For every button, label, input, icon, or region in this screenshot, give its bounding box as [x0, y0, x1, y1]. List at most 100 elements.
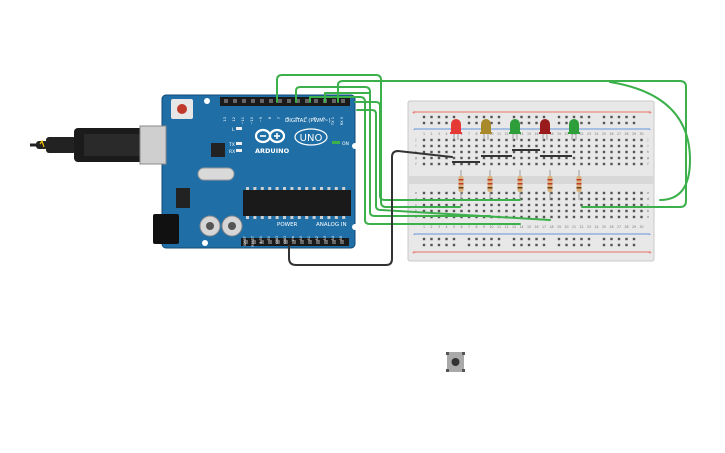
breadboard-hole[interactable]: [602, 138, 606, 142]
breadboard-hole[interactable]: [542, 209, 546, 213]
breadboard-hole[interactable]: [467, 144, 471, 148]
rail-hole[interactable]: [490, 237, 493, 241]
header-pin[interactable]: [341, 99, 345, 103]
breadboard-hole[interactable]: [602, 197, 606, 201]
rail-hole[interactable]: [422, 115, 426, 119]
breadboard-hole[interactable]: [565, 156, 568, 160]
breadboard-hole[interactable]: [520, 138, 523, 142]
breadboard-hole[interactable]: [610, 209, 613, 213]
breadboard-hole[interactable]: [587, 162, 591, 166]
breadboard-hole[interactable]: [572, 197, 576, 201]
rail-hole[interactable]: [467, 237, 471, 241]
header-pin[interactable]: [251, 99, 255, 103]
breadboard-hole[interactable]: [437, 191, 441, 195]
breadboard-hole[interactable]: [625, 150, 628, 154]
breadboard-hole[interactable]: [512, 150, 516, 154]
breadboard-hole[interactable]: [520, 191, 523, 195]
breadboard-hole[interactable]: [565, 209, 568, 213]
rail-hole[interactable]: [625, 237, 628, 241]
breadboard-hole[interactable]: [640, 197, 643, 201]
breadboard-hole[interactable]: [550, 197, 553, 201]
header-pin[interactable]: [278, 99, 282, 103]
breadboard-hole[interactable]: [550, 138, 553, 142]
breadboard-hole[interactable]: [475, 138, 478, 142]
rail-hole[interactable]: [475, 115, 478, 119]
breadboard-hole[interactable]: [632, 209, 636, 213]
breadboard-hole[interactable]: [437, 203, 441, 207]
rail-hole[interactable]: [572, 115, 576, 119]
rail-hole[interactable]: [632, 121, 636, 125]
breadboard-hole[interactable]: [640, 203, 643, 207]
breadboard-hole[interactable]: [572, 203, 576, 207]
breadboard-hole[interactable]: [550, 156, 553, 160]
breadboard-hole[interactable]: [430, 203, 433, 207]
breadboard-hole[interactable]: [625, 203, 628, 207]
breadboard-hole[interactable]: [550, 209, 553, 213]
breadboard-hole[interactable]: [632, 191, 636, 195]
breadboard-hole[interactable]: [497, 203, 501, 207]
breadboard-hole[interactable]: [542, 144, 546, 148]
breadboard-hole[interactable]: [535, 197, 538, 201]
breadboard-hole[interactable]: [497, 191, 501, 195]
rail-hole[interactable]: [445, 121, 448, 125]
breadboard-hole[interactable]: [422, 203, 426, 207]
breadboard-hole[interactable]: [587, 156, 591, 160]
breadboard-hole[interactable]: [535, 144, 538, 148]
breadboard-hole[interactable]: [497, 144, 501, 148]
breadboard-hole[interactable]: [542, 138, 546, 142]
breadboard-hole[interactable]: [640, 162, 643, 166]
rail-hole[interactable]: [512, 243, 516, 247]
breadboard-hole[interactable]: [460, 209, 463, 213]
breadboard-hole[interactable]: [520, 162, 523, 166]
wire-black[interactable]: [288, 150, 453, 266]
breadboard-hole[interactable]: [550, 215, 553, 219]
rail-hole[interactable]: [475, 121, 478, 125]
breadboard-hole[interactable]: [430, 138, 433, 142]
breadboard-hole[interactable]: [572, 144, 576, 148]
breadboard-hole[interactable]: [482, 156, 486, 160]
breadboard-hole[interactable]: [542, 203, 546, 207]
rail-hole[interactable]: [580, 237, 583, 241]
rail-hole[interactable]: [535, 121, 538, 125]
breadboard-hole[interactable]: [617, 197, 621, 201]
breadboard-hole[interactable]: [632, 156, 636, 160]
breadboard-hole[interactable]: [617, 203, 621, 207]
breadboard-hole[interactable]: [535, 156, 538, 160]
breadboard-hole[interactable]: [632, 162, 636, 166]
breadboard-hole[interactable]: [467, 203, 471, 207]
rail-hole[interactable]: [430, 115, 433, 119]
breadboard-hole[interactable]: [595, 162, 598, 166]
rail-hole[interactable]: [527, 237, 531, 241]
breadboard-hole[interactable]: [527, 209, 531, 213]
breadboard-hole[interactable]: [430, 150, 433, 154]
breadboard-hole[interactable]: [610, 215, 613, 219]
breadboard-hole[interactable]: [422, 144, 426, 148]
breadboard-hole[interactable]: [445, 203, 448, 207]
rail-hole[interactable]: [565, 243, 568, 247]
header-pin[interactable]: [268, 240, 272, 244]
rail-hole[interactable]: [587, 121, 591, 125]
breadboard-hole[interactable]: [422, 209, 426, 213]
header-pin[interactable]: [292, 240, 296, 244]
breadboard-hole[interactable]: [437, 138, 441, 142]
header-pin[interactable]: [284, 240, 288, 244]
breadboard-hole[interactable]: [602, 144, 606, 148]
breadboard-hole[interactable]: [617, 191, 621, 195]
rail-hole[interactable]: [602, 243, 606, 247]
breadboard-hole[interactable]: [490, 138, 493, 142]
rail-hole[interactable]: [520, 237, 523, 241]
breadboard-hole[interactable]: [602, 203, 606, 207]
breadboard-hole[interactable]: [632, 197, 636, 201]
breadboard-hole[interactable]: [460, 144, 463, 148]
header-pin[interactable]: [287, 99, 291, 103]
breadboard-hole[interactable]: [520, 156, 523, 160]
breadboard-hole[interactable]: [505, 156, 508, 160]
resistors[interactable]: [458, 170, 582, 200]
breadboard-hole[interactable]: [587, 215, 591, 219]
rail-hole[interactable]: [490, 115, 493, 119]
rail-hole[interactable]: [527, 121, 531, 125]
breadboard-hole[interactable]: [520, 203, 523, 207]
header-pin[interactable]: [224, 99, 228, 103]
rail-hole[interactable]: [490, 243, 493, 247]
